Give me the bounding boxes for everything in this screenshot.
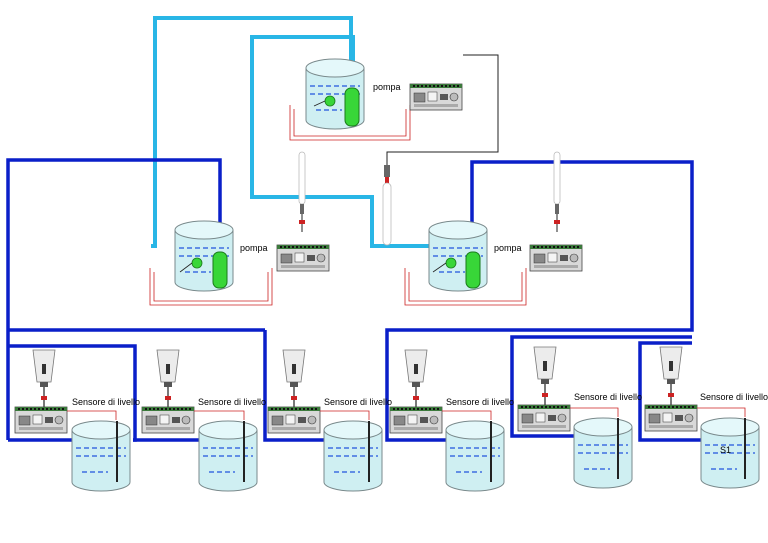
ultrasonic-sensor-icon bbox=[156, 349, 180, 409]
pipe-dark-right-main bbox=[385, 160, 694, 442]
control-board-icon bbox=[141, 406, 195, 434]
pump-icon bbox=[445, 251, 481, 289]
pump-label: pompa bbox=[494, 243, 522, 253]
level-station-2: Sensore di livello bbox=[141, 349, 266, 492]
level-station-4: Sensore di livello bbox=[389, 349, 514, 492]
pump-label: pompa bbox=[373, 82, 401, 92]
ultrasonic-sensor-icon bbox=[282, 349, 306, 409]
level-sensor-label: Sensore di livello bbox=[574, 392, 642, 402]
level-station-1: Sensore di livello bbox=[14, 349, 140, 492]
pipe-dark-east-1 bbox=[510, 335, 692, 438]
control-board-icon bbox=[276, 244, 330, 272]
level-station-6: Sensore di livello S1 bbox=[644, 346, 768, 489]
ultrasonic-sensor-icon bbox=[533, 346, 557, 406]
pump-icon bbox=[191, 251, 228, 289]
ultrasonic-sensor-icon bbox=[404, 349, 428, 409]
pipe-dark-east-2 bbox=[638, 341, 702, 442]
level-sensor-label: Sensore di livello bbox=[72, 397, 140, 407]
pump-station-left: pompa bbox=[149, 151, 330, 306]
pump-station-right: pompa bbox=[404, 151, 583, 306]
control-board-icon bbox=[409, 83, 463, 111]
antenna-icon bbox=[298, 151, 306, 233]
level-sensor-label: Sensore di livello bbox=[700, 392, 768, 402]
control-board-icon bbox=[389, 406, 443, 434]
control-board-icon bbox=[529, 244, 583, 272]
pump-icon bbox=[324, 87, 360, 127]
level-sensor-label: Sensore di livello bbox=[446, 397, 514, 407]
control-board-icon bbox=[644, 404, 698, 432]
tank-tag-label: S1 bbox=[720, 445, 731, 455]
control-board-icon bbox=[267, 406, 321, 434]
float-sensor-icon bbox=[382, 165, 392, 246]
antenna-icon bbox=[553, 151, 561, 233]
ultrasonic-sensor-icon bbox=[659, 346, 683, 406]
control-board-icon bbox=[517, 404, 571, 432]
signal-wire-top bbox=[386, 54, 499, 165]
level-station-3: Sensore di livello bbox=[267, 349, 392, 492]
pump-station-top: pompa bbox=[289, 58, 463, 141]
ultrasonic-sensor-icon bbox=[32, 349, 56, 409]
pipe-dark-west-3 bbox=[263, 330, 325, 442]
pump-label: pompa bbox=[240, 243, 268, 253]
pipe-light-right bbox=[250, 35, 437, 248]
pipe-dark-top bbox=[6, 158, 222, 440]
control-board-icon bbox=[14, 406, 68, 434]
level-sensor-label: Sensore di livello bbox=[324, 397, 392, 407]
level-sensor-label: Sensore di livello bbox=[198, 397, 266, 407]
level-station-5: Sensore di livello bbox=[517, 346, 642, 489]
